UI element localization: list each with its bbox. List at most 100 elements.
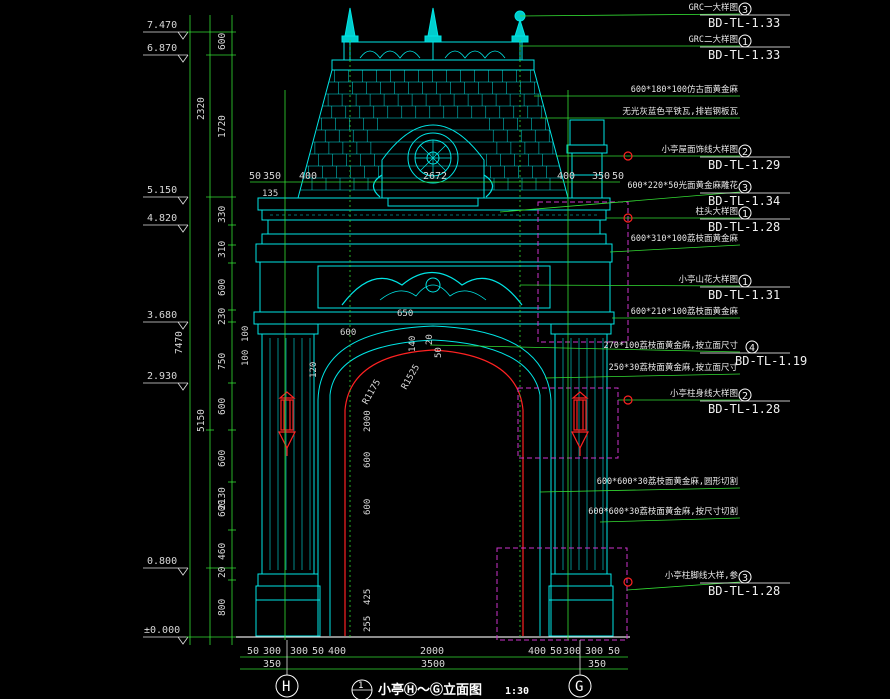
annotation-leader <box>519 13 741 17</box>
reference-code: BD-TL-1.34 <box>708 194 780 208</box>
drawing-title: 1 小亭Ⓗ～Ⓖ立面图 1:30 <box>351 679 529 699</box>
dim-label: 2000 <box>420 646 444 657</box>
annotation-leader <box>499 191 741 213</box>
reference-code: BD-TL-1.28 <box>708 402 780 416</box>
reference-number: 3 <box>742 183 748 194</box>
reference-code: BD-TL-1.33 <box>708 16 780 30</box>
lantern-right <box>571 391 589 456</box>
dim-label: 600 <box>217 279 228 296</box>
reference-code: BD-TL-1.28 <box>708 220 780 234</box>
level-label: 3.680 <box>147 310 177 321</box>
dim-label: 50 <box>247 646 259 657</box>
dim-label: 300 <box>263 646 281 657</box>
dim-label: 400 <box>299 171 317 182</box>
level-label: 6.870 <box>147 43 177 54</box>
dim-label: 300 <box>563 646 581 657</box>
level-label: 4.820 <box>147 213 177 224</box>
roof-finials <box>341 7 529 43</box>
level-markers <box>143 31 189 645</box>
arch <box>317 325 552 636</box>
dim-label: 350 <box>592 171 610 182</box>
annotation-note: GRC一大样图 <box>689 2 738 13</box>
axis-bubble <box>275 674 299 698</box>
dim-label: 50 <box>608 646 620 657</box>
reference-code: BD-TL-1.29 <box>708 158 780 172</box>
annotation-note: 无光灰蓝色平铁瓦,排岩钢板瓦 <box>622 106 738 117</box>
dim-label: 20 <box>425 334 435 345</box>
level-label: ±0.000 <box>144 625 180 636</box>
dim-label: 350 <box>263 171 281 182</box>
dim-label: 230 <box>217 308 228 325</box>
title-number: 1 <box>358 681 363 691</box>
dim-label: 650 <box>397 309 413 319</box>
reference-number: 1 <box>742 277 748 288</box>
vertical-dimension-text-outer: 2320 7470 5150 2130 <box>174 97 228 510</box>
bottom-dimension-lines <box>240 656 628 670</box>
dim-label: 600 <box>363 499 373 515</box>
reference-number: 4 <box>749 343 755 354</box>
dim-label: 1720 <box>217 115 228 138</box>
callout-marker <box>623 213 633 223</box>
annotation-note: 小亭柱脚线大样,参 <box>665 570 739 581</box>
dim-label: 135 <box>262 189 278 199</box>
level-labels: 7.470 6.870 5.150 4.820 3.680 2.930 0.80… <box>144 20 180 636</box>
roof-tile-joints <box>308 70 554 190</box>
dim-label: 50 <box>550 646 562 657</box>
dim-label: 2672 <box>423 171 447 182</box>
annotation-note: 600*600*30荔枝面黄金麻,按尺寸切割 <box>588 506 738 517</box>
dim-label: 50 <box>612 171 624 182</box>
dim-label: 100 <box>241 326 251 342</box>
dim-label: 2320 <box>196 97 207 120</box>
reference-number: 3 <box>742 573 748 584</box>
dim-label: 400 <box>557 171 575 182</box>
dim-label: 2130 <box>217 487 228 510</box>
dim-label: 350 <box>588 659 606 670</box>
callout-marker <box>623 151 633 161</box>
level-label: 5.150 <box>147 185 177 196</box>
annotation-note: 250*30荔枝面黄金麻,按立面尺寸 <box>609 362 739 373</box>
dim-label: 50 <box>434 347 444 358</box>
annotation-note: 小亭屋面饰线大样图 <box>661 144 738 155</box>
axis-bubble <box>568 674 592 698</box>
dormer-window <box>372 124 494 207</box>
dim-label: 600 <box>217 33 228 50</box>
dim-label: 600 <box>217 500 228 517</box>
level-label: 7.470 <box>147 20 177 31</box>
top-dimension-text: 50 350 400 2672 400 350 50 <box>249 171 624 182</box>
dim-label: 600 <box>363 452 373 468</box>
annotation-leader <box>544 373 741 379</box>
reference-number: 1 <box>742 37 748 48</box>
title-text: 小亭Ⓗ～Ⓖ立面图 <box>378 682 482 698</box>
axis-bubbles: H G <box>275 640 592 698</box>
arch-red-line <box>344 349 524 636</box>
dim-label: 140 <box>408 336 418 352</box>
reference-code: BD-TL-1.31 <box>708 288 780 302</box>
annotation-note: 600*310*100荔枝面黄金麻 <box>631 233 739 244</box>
annotation-leader <box>539 487 741 493</box>
dim-label: 5150 <box>196 409 207 432</box>
bottom-dimension-text-row2: 350 3500 350 <box>263 659 606 670</box>
dim-label: 600 <box>340 328 356 338</box>
reference-code: BD-TL-1.19 <box>735 354 807 368</box>
reference-number: 2 <box>742 391 748 402</box>
reference-code: BD-TL-1.28 <box>708 584 780 598</box>
dim-label: 50 <box>249 171 261 182</box>
dim-label: 350 <box>263 659 281 670</box>
lantern-left <box>278 391 296 456</box>
annotation-leader <box>519 284 741 287</box>
dim-label: 330 <box>217 206 228 223</box>
axis-label: G <box>575 679 583 695</box>
dim-label: 50 <box>312 646 324 657</box>
axis-label: H <box>282 679 290 695</box>
dim-label: 100 <box>241 350 251 366</box>
roof-ornament-grc <box>359 50 506 59</box>
dim-label: 300 <box>585 646 603 657</box>
dim-label: 600 <box>217 398 228 415</box>
reference-number: 2 <box>742 147 748 158</box>
annotation-note: 600*210*100荔枝面黄金麻 <box>631 306 739 317</box>
dim-label: 3500 <box>421 659 445 670</box>
dim-label: 800 <box>217 599 228 616</box>
callout-marker <box>623 577 633 587</box>
annotation-leader <box>429 344 741 353</box>
